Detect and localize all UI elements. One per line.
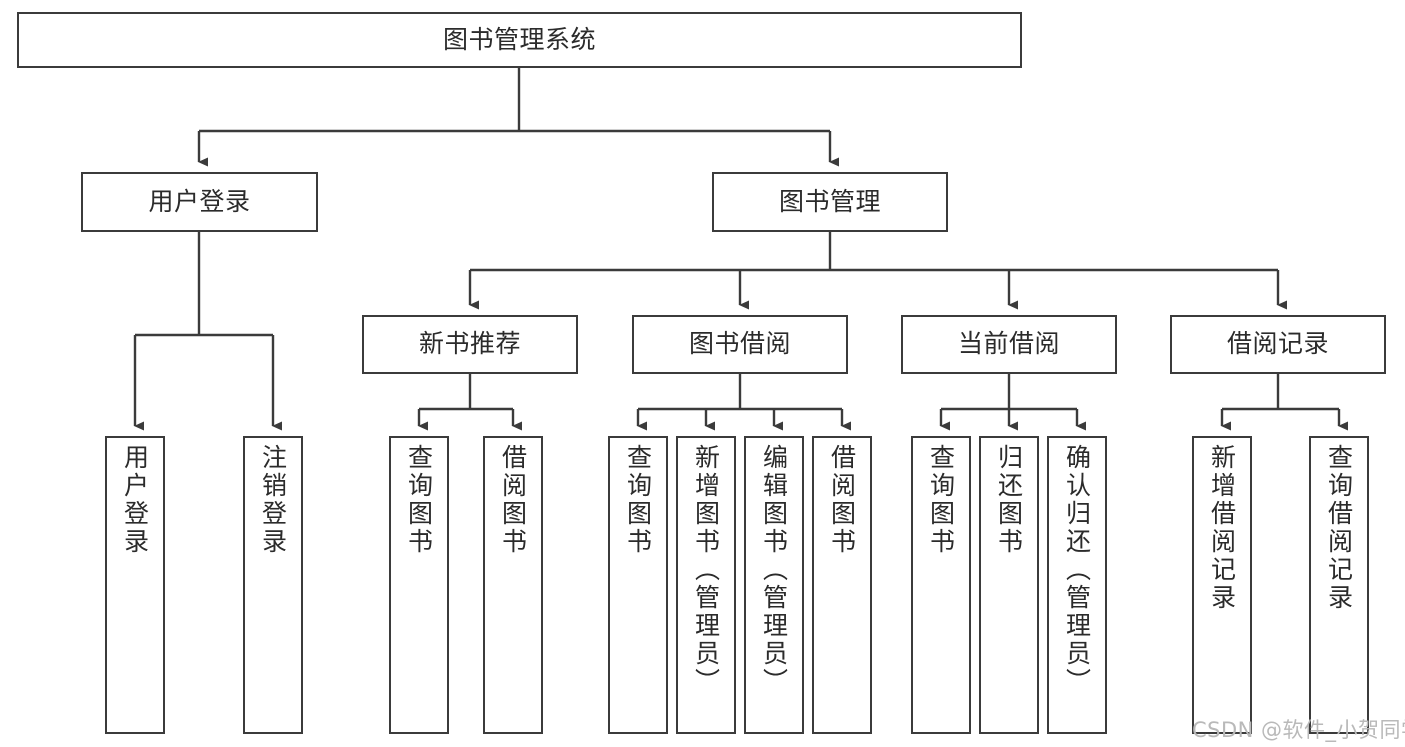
node-label: 用户登录 (120, 444, 150, 556)
node-book-management[interactable]: 图书管理 (712, 172, 948, 232)
node-label: 新增图书（管理员） (691, 444, 721, 696)
node-label: 查询借阅记录 (1324, 444, 1354, 612)
leaf-borrow-edit-book[interactable]: 编辑图书（管理员） (744, 436, 804, 734)
node-label: 图书管理 (778, 186, 881, 216)
node-user-login[interactable]: 用户登录 (81, 172, 318, 232)
node-borrow-record[interactable]: 借阅记录 (1170, 315, 1386, 374)
leaf-recommend-borrow-book[interactable]: 借阅图书 (483, 436, 543, 734)
leaf-current-return-book[interactable]: 归还图书 (979, 436, 1039, 734)
node-label: 用户登录 (148, 186, 251, 216)
node-label: 借阅图书 (827, 444, 857, 556)
leaf-current-confirm-return[interactable]: 确认归还（管理员） (1047, 436, 1107, 734)
leaf-recommend-query-book[interactable]: 查询图书 (389, 436, 449, 734)
node-book-borrow[interactable]: 图书借阅 (632, 315, 848, 374)
node-label: 查询图书 (623, 444, 653, 556)
node-new-book-recommend[interactable]: 新书推荐 (362, 315, 578, 374)
node-label: 确认归还（管理员） (1062, 444, 1092, 696)
node-label: 归还图书 (994, 444, 1024, 556)
leaf-user-logout[interactable]: 注销登录 (243, 436, 303, 734)
leaf-borrow-query-book[interactable]: 查询图书 (608, 436, 668, 734)
node-current-borrow[interactable]: 当前借阅 (901, 315, 1117, 374)
node-label: 借阅图书 (498, 444, 528, 556)
node-label: 编辑图书（管理员） (759, 444, 789, 696)
node-label: 图书管理系统 (442, 24, 596, 54)
node-label: 新增借阅记录 (1207, 444, 1237, 612)
node-label: 查询图书 (404, 444, 434, 556)
node-label: 图书借阅 (688, 329, 791, 359)
leaf-user-login[interactable]: 用户登录 (105, 436, 165, 734)
node-root-system[interactable]: 图书管理系统 (17, 12, 1022, 68)
leaf-record-add[interactable]: 新增借阅记录 (1192, 436, 1252, 734)
node-label: 当前借阅 (957, 329, 1060, 359)
watermark-text: CSDN @软件_小贺同学 (1192, 718, 1405, 742)
leaf-borrow-borrow-book[interactable]: 借阅图书 (812, 436, 872, 734)
node-label: 借阅记录 (1226, 329, 1329, 359)
node-label: 注销登录 (258, 444, 288, 556)
leaf-borrow-add-book[interactable]: 新增图书（管理员） (676, 436, 736, 734)
leaf-record-query[interactable]: 查询借阅记录 (1309, 436, 1369, 734)
node-label: 新书推荐 (418, 329, 521, 359)
leaf-current-query-book[interactable]: 查询图书 (911, 436, 971, 734)
node-label: 查询图书 (926, 444, 956, 556)
